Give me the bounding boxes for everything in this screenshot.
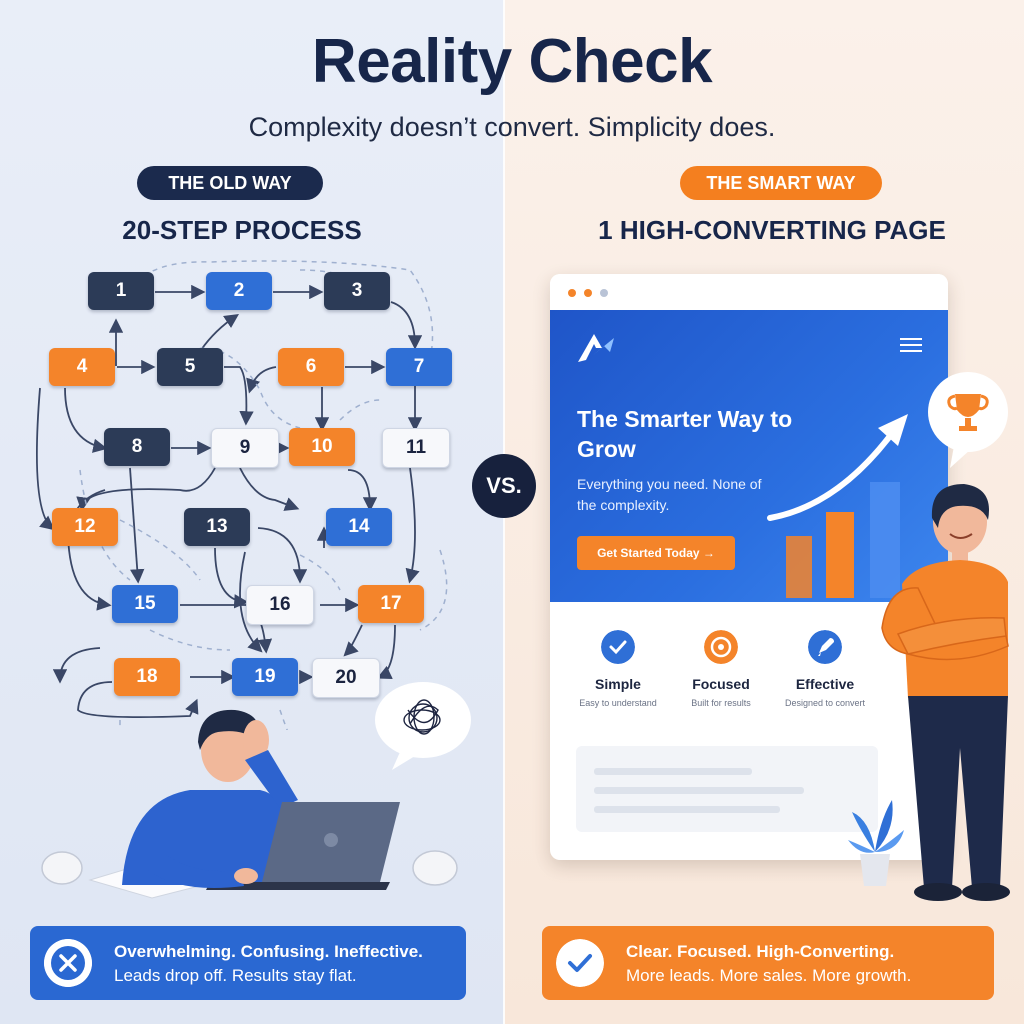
- get-started-button[interactable]: Get Started Today →: [577, 536, 735, 570]
- flow-step-18: 18: [114, 658, 180, 696]
- browser-toolbar: [550, 274, 948, 310]
- feature-title: Focused: [692, 676, 750, 692]
- flow-step-17: 17: [358, 585, 424, 623]
- flow-step-9: 9: [211, 428, 279, 468]
- flow-step-4: 4: [49, 348, 115, 386]
- feature-focused: Focused Built for results: [661, 630, 781, 708]
- flow-step-5: 5: [157, 348, 223, 386]
- plant-icon: [848, 800, 904, 886]
- confident-person-illustration: [881, 484, 1010, 901]
- feature-subtitle: Easy to understand: [579, 698, 657, 708]
- banner-headline: Clear. Focused. High-Converting.: [626, 942, 895, 961]
- window-dot-icon: [584, 289, 592, 297]
- smart-way-heading: 1 HIGH-CONVERTING PAGE: [598, 215, 946, 245]
- trophy-thought-bubble: [928, 372, 1008, 468]
- old-way-tag: THE OLD WAY: [137, 166, 323, 200]
- confusion-thought-bubble: [375, 682, 471, 770]
- banner-subline: More leads. More sales. More growth.: [626, 966, 912, 985]
- smart-way-tag: THE SMART WAY: [680, 166, 882, 200]
- flow-step-6: 6: [278, 348, 344, 386]
- flow-step-8: 8: [104, 428, 170, 466]
- feature-subtitle: Built for results: [691, 698, 751, 708]
- flow-step-10: 10: [289, 428, 355, 466]
- menu-icon[interactable]: [900, 338, 922, 352]
- smart-way-result-banner: Clear. Focused. High-Converting. More le…: [542, 926, 994, 1000]
- check-icon: [601, 630, 635, 664]
- rocket-icon: [808, 630, 842, 664]
- versus-badge: VS.: [472, 454, 536, 518]
- flow-step-3: 3: [324, 272, 390, 310]
- window-dot-icon: [568, 289, 576, 297]
- x-icon: [44, 939, 92, 987]
- stressed-person-illustration: [41, 682, 471, 899]
- target-icon: [704, 630, 738, 664]
- banner-subline: Leads drop off. Results stay flat.: [114, 966, 357, 985]
- flow-step-16: 16: [246, 585, 314, 625]
- hero-section: The Smarter Way to Grow Everything you n…: [550, 310, 948, 602]
- window-dot-icon: [600, 289, 608, 297]
- flow-step-15: 15: [112, 585, 178, 623]
- check-icon: [556, 939, 604, 987]
- flow-step-19: 19: [232, 658, 298, 696]
- feature-title: Effective: [795, 676, 855, 692]
- old-way-result-banner: Overwhelming. Confusing. Ineffective. Le…: [30, 926, 466, 1000]
- flow-step-14: 14: [326, 508, 392, 546]
- page-title: Reality Check: [311, 27, 713, 96]
- feature-simple: Simple Easy to understand: [558, 630, 678, 708]
- flow-step-13: 13: [184, 508, 250, 546]
- page-subtitle: Complexity doesn’t convert. Simplicity d…: [248, 112, 776, 142]
- flow-step-11: 11: [382, 428, 450, 468]
- crumpled-paper-left: [41, 851, 83, 885]
- old-way-heading: 20-STEP PROCESS: [122, 215, 362, 245]
- brand-logo-icon: [578, 334, 614, 362]
- content-placeholder: [576, 746, 878, 832]
- feature-subtitle: Designed to convert: [784, 698, 866, 708]
- flow-step-1: 1: [88, 272, 154, 310]
- crumpled-paper-right: [412, 850, 458, 886]
- banner-headline: Overwhelming. Confusing. Ineffective.: [114, 942, 423, 961]
- hero-title: The Smarter Way to Grow: [577, 406, 793, 462]
- landing-page-mockup: The Smarter Way to Grow Everything you n…: [550, 274, 948, 860]
- flow-step-2: 2: [206, 272, 272, 310]
- flow-diagram: 1 2 3 4 5 6 7 8 9 10 11 12 13 14 15 16 1…: [0, 250, 504, 730]
- flow-step-20: 20: [312, 658, 380, 698]
- flow-step-12: 12: [52, 508, 118, 546]
- growth-chart-graphic: [767, 414, 908, 598]
- feature-title: Simple: [595, 676, 641, 692]
- hero-subtitle: Everything you need. None of the complex…: [577, 476, 762, 513]
- flow-step-7: 7: [386, 348, 452, 386]
- feature-effective: Effective Designed to convert: [765, 630, 885, 708]
